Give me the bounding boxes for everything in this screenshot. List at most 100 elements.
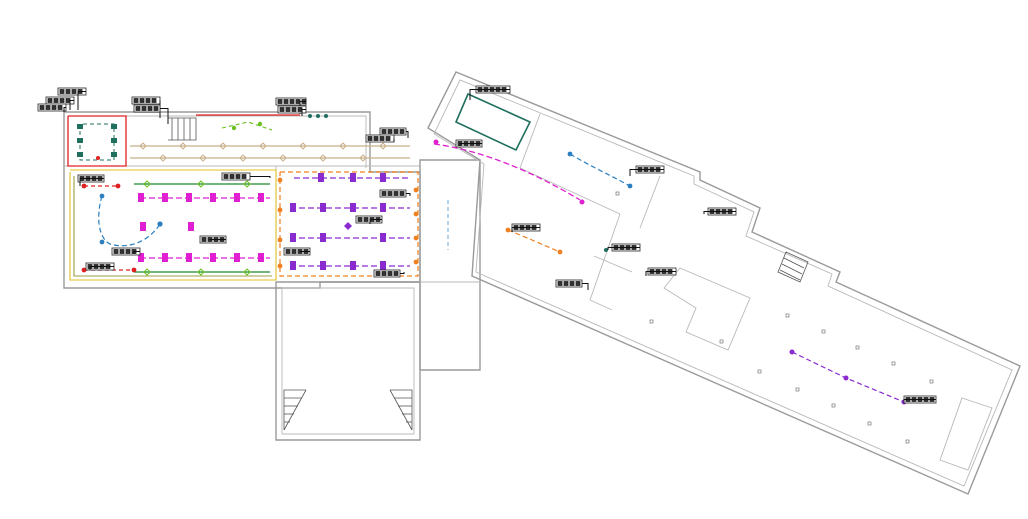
rectangle-panel-icon bbox=[210, 193, 216, 202]
tag-label-icon bbox=[365, 134, 395, 143]
teal-fixtures bbox=[77, 114, 608, 252]
rectangle-panel-icon bbox=[290, 261, 296, 270]
circuit-olive bbox=[73, 176, 272, 277]
wall-partition-3 bbox=[589, 213, 621, 301]
diamond-marker-icon bbox=[299, 142, 307, 150]
circle-marker-icon bbox=[131, 267, 137, 273]
rectangle-panel-icon bbox=[380, 173, 386, 182]
wall-end-rectangle bbox=[939, 397, 993, 471]
circle-marker-icon bbox=[277, 263, 283, 269]
stairs bbox=[168, 117, 809, 431]
circle-marker-icon bbox=[413, 259, 419, 265]
rectangle-panel-icon bbox=[111, 152, 117, 157]
diamond-marker-icon bbox=[179, 142, 187, 150]
circle-marker-icon bbox=[99, 239, 105, 245]
diamond-marker-icon bbox=[239, 154, 247, 162]
stair-icon bbox=[389, 389, 413, 431]
circle-marker-icon bbox=[157, 221, 163, 227]
tag-label-icon bbox=[629, 165, 665, 176]
tag-label-icon bbox=[85, 262, 115, 271]
tag-label-icon bbox=[283, 247, 311, 256]
tag-label-icon bbox=[607, 243, 641, 252]
rectangle-panel-icon bbox=[380, 261, 386, 270]
diamond-marker-icon bbox=[319, 154, 327, 162]
blue-fixtures bbox=[99, 151, 633, 245]
circle-marker-icon bbox=[308, 114, 312, 118]
teal-room-outline bbox=[454, 92, 532, 152]
rectangle-panel-icon bbox=[350, 203, 356, 212]
circle-marker-icon bbox=[557, 249, 563, 255]
tag-label-icon bbox=[77, 174, 105, 186]
tag-label-icon bbox=[277, 105, 307, 116]
circle-marker-icon bbox=[277, 237, 283, 243]
circle-marker-icon bbox=[604, 248, 608, 252]
wall-partition-4 bbox=[639, 175, 661, 229]
circle-marker-icon bbox=[505, 227, 511, 233]
diamond-marker-icon bbox=[197, 268, 205, 276]
tag-label-icon bbox=[199, 235, 227, 244]
wall-partition-2 bbox=[519, 167, 621, 215]
circuit-orange-2 bbox=[507, 229, 561, 253]
circle-marker-icon bbox=[567, 151, 573, 157]
diamond-marker-icon bbox=[139, 142, 147, 150]
purple-fixtures bbox=[290, 173, 907, 405]
wall-partition-5 bbox=[593, 255, 633, 273]
lime-fixtures bbox=[143, 180, 251, 276]
circuit-blue-2 bbox=[569, 153, 631, 187]
circuit-red bbox=[67, 115, 127, 167]
rectangle-panel-icon bbox=[111, 124, 117, 129]
stair-icon bbox=[168, 117, 197, 141]
circle-marker-icon bbox=[627, 183, 633, 189]
rectangle-panel-icon bbox=[77, 152, 83, 157]
circle-marker-icon bbox=[99, 193, 105, 199]
rectangle-panel-icon bbox=[188, 222, 194, 231]
circuit-blue bbox=[98, 195, 161, 247]
tag-label-icon bbox=[275, 97, 307, 114]
ceiling-markers bbox=[615, 191, 934, 444]
tag-label-icon bbox=[373, 269, 405, 278]
diamond-marker-icon bbox=[243, 268, 251, 276]
circuit-orange bbox=[279, 171, 419, 277]
tag-labels bbox=[37, 85, 937, 404]
diamond-marker-icon bbox=[279, 154, 287, 162]
rectangle-panel-icon bbox=[77, 138, 83, 143]
circle-marker-icon bbox=[96, 156, 100, 160]
circle-marker-icon bbox=[843, 375, 849, 381]
tag-label-icon bbox=[511, 223, 541, 232]
tag-label-icon bbox=[703, 207, 737, 216]
diamond-marker-icon bbox=[259, 142, 267, 150]
wall-lower-wing-inner bbox=[281, 287, 415, 435]
circle-marker-icon bbox=[316, 114, 320, 118]
rectangle-panel-icon bbox=[320, 233, 326, 242]
circle-marker-icon bbox=[433, 139, 439, 145]
rectangle-panel-icon bbox=[111, 138, 117, 143]
diamond-marker-icon bbox=[159, 154, 167, 162]
rectangle-panel-icon bbox=[186, 253, 192, 262]
circle-marker-icon bbox=[413, 187, 419, 193]
tag-label-icon bbox=[131, 96, 161, 118]
magenta-fixtures bbox=[138, 139, 585, 262]
circle-marker-icon bbox=[277, 207, 283, 213]
rectangle-panel-icon bbox=[258, 253, 264, 262]
rectangle-panel-icon bbox=[140, 222, 146, 231]
rectangle-panel-icon bbox=[258, 193, 264, 202]
circle-marker-icon bbox=[413, 211, 419, 217]
wall-lower-wing bbox=[275, 281, 421, 441]
rectangle-panel-icon bbox=[350, 261, 356, 270]
rectangle-panel-icon bbox=[138, 193, 144, 202]
rectangle-panel-icon bbox=[290, 203, 296, 212]
circle-marker-icon bbox=[115, 183, 121, 189]
stair-icon bbox=[283, 389, 307, 431]
lime-dots bbox=[231, 121, 263, 131]
rectangle-panel-icon bbox=[318, 173, 324, 182]
diamond-marker-icon bbox=[143, 180, 151, 188]
rectangle-panel-icon bbox=[234, 253, 240, 262]
circle-marker-icon bbox=[413, 235, 419, 241]
circle-marker-icon bbox=[81, 267, 87, 273]
circuit-magenta-3 bbox=[433, 143, 581, 201]
circle-marker-icon bbox=[789, 349, 795, 355]
building-walls bbox=[63, 71, 1021, 495]
wall-left-inner bbox=[68, 115, 367, 168]
rectangle-panel-icon bbox=[380, 203, 386, 212]
rectangle-panel-icon bbox=[320, 261, 326, 270]
